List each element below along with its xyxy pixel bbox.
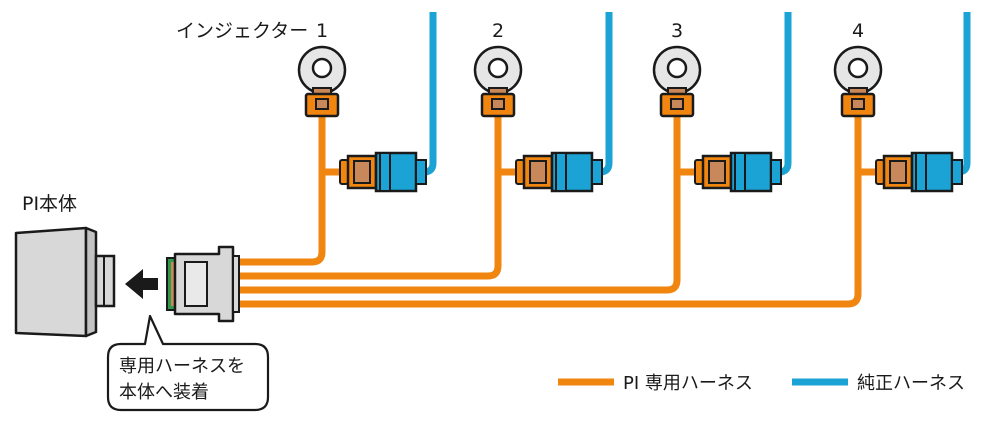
injector-number-1: 1 <box>316 20 328 42</box>
splice-connector-1 <box>339 151 427 193</box>
callout-line1: 専用ハーネスを <box>119 356 245 377</box>
splice-blue-band <box>734 152 746 192</box>
injector-number-3: 3 <box>671 20 683 42</box>
injector-1 <box>297 45 347 118</box>
injector-prefix-label: インジェクター <box>176 20 308 42</box>
injector-nozzle <box>311 57 333 79</box>
splice-blue-tail <box>415 159 427 185</box>
splice-orange-latch <box>708 160 726 184</box>
oem-wire-4 <box>952 12 971 176</box>
pi-body-label: PI本体 <box>22 193 77 215</box>
injector-2 <box>473 45 523 118</box>
pi-unit-body <box>14 226 88 338</box>
injector-4 <box>833 45 883 118</box>
legend-label-oem: 純正ハーネス <box>857 373 965 394</box>
splice-orange-latch <box>529 160 547 184</box>
splice-connector-2 <box>515 151 603 193</box>
injector-nozzle <box>666 57 688 79</box>
plug-seal-inner <box>171 262 175 306</box>
splice-blue-band <box>555 152 567 192</box>
injector-connector-latch <box>315 98 329 110</box>
injector-connector-latch <box>670 98 684 110</box>
injector-nozzle <box>847 57 869 79</box>
pi-harness-wires <box>236 114 878 308</box>
pi-wire-4 <box>236 114 862 308</box>
splice-blue-band <box>379 152 391 192</box>
splice-blue-band <box>915 152 927 192</box>
callout-bubble: 専用ハーネスを 本体へ装着 <box>106 314 270 412</box>
injector-number-4: 4 <box>852 20 864 42</box>
pi-wire-3 <box>236 114 681 294</box>
oem-wire-2 <box>594 12 613 176</box>
oem-wire-1 <box>418 12 437 176</box>
injector-connector-latch <box>491 98 505 110</box>
pi-unit-face <box>84 226 98 338</box>
oem-wire-3 <box>773 12 792 176</box>
injector-nozzle <box>487 57 509 79</box>
legend-label-pi: PI 専用ハーネス <box>623 373 753 394</box>
splice-blue-tail <box>951 159 963 185</box>
left-arrow-icon <box>125 269 158 299</box>
injector-3 <box>652 45 702 118</box>
plug-latch <box>184 261 208 307</box>
callout-outline <box>106 314 270 412</box>
pi-wire-2 <box>236 114 502 280</box>
pi-harness-plug <box>166 245 240 323</box>
injector-number-2: 2 <box>492 20 504 42</box>
splice-orange-latch <box>353 160 371 184</box>
pi-unit <box>14 226 116 338</box>
splice-orange-latch <box>889 160 907 184</box>
splice-connector-4 <box>875 151 963 193</box>
splice-connector-3 <box>694 151 782 193</box>
splice-blue-tail <box>591 159 603 185</box>
injector-connector-latch <box>851 98 865 110</box>
pi-wire-1 <box>236 114 326 266</box>
plug-rear <box>232 255 240 313</box>
legend: PI 専用ハーネス 純正ハーネス <box>558 373 965 394</box>
splice-blue-tail <box>770 159 782 185</box>
callout-line2: 本体へ装着 <box>119 382 209 403</box>
